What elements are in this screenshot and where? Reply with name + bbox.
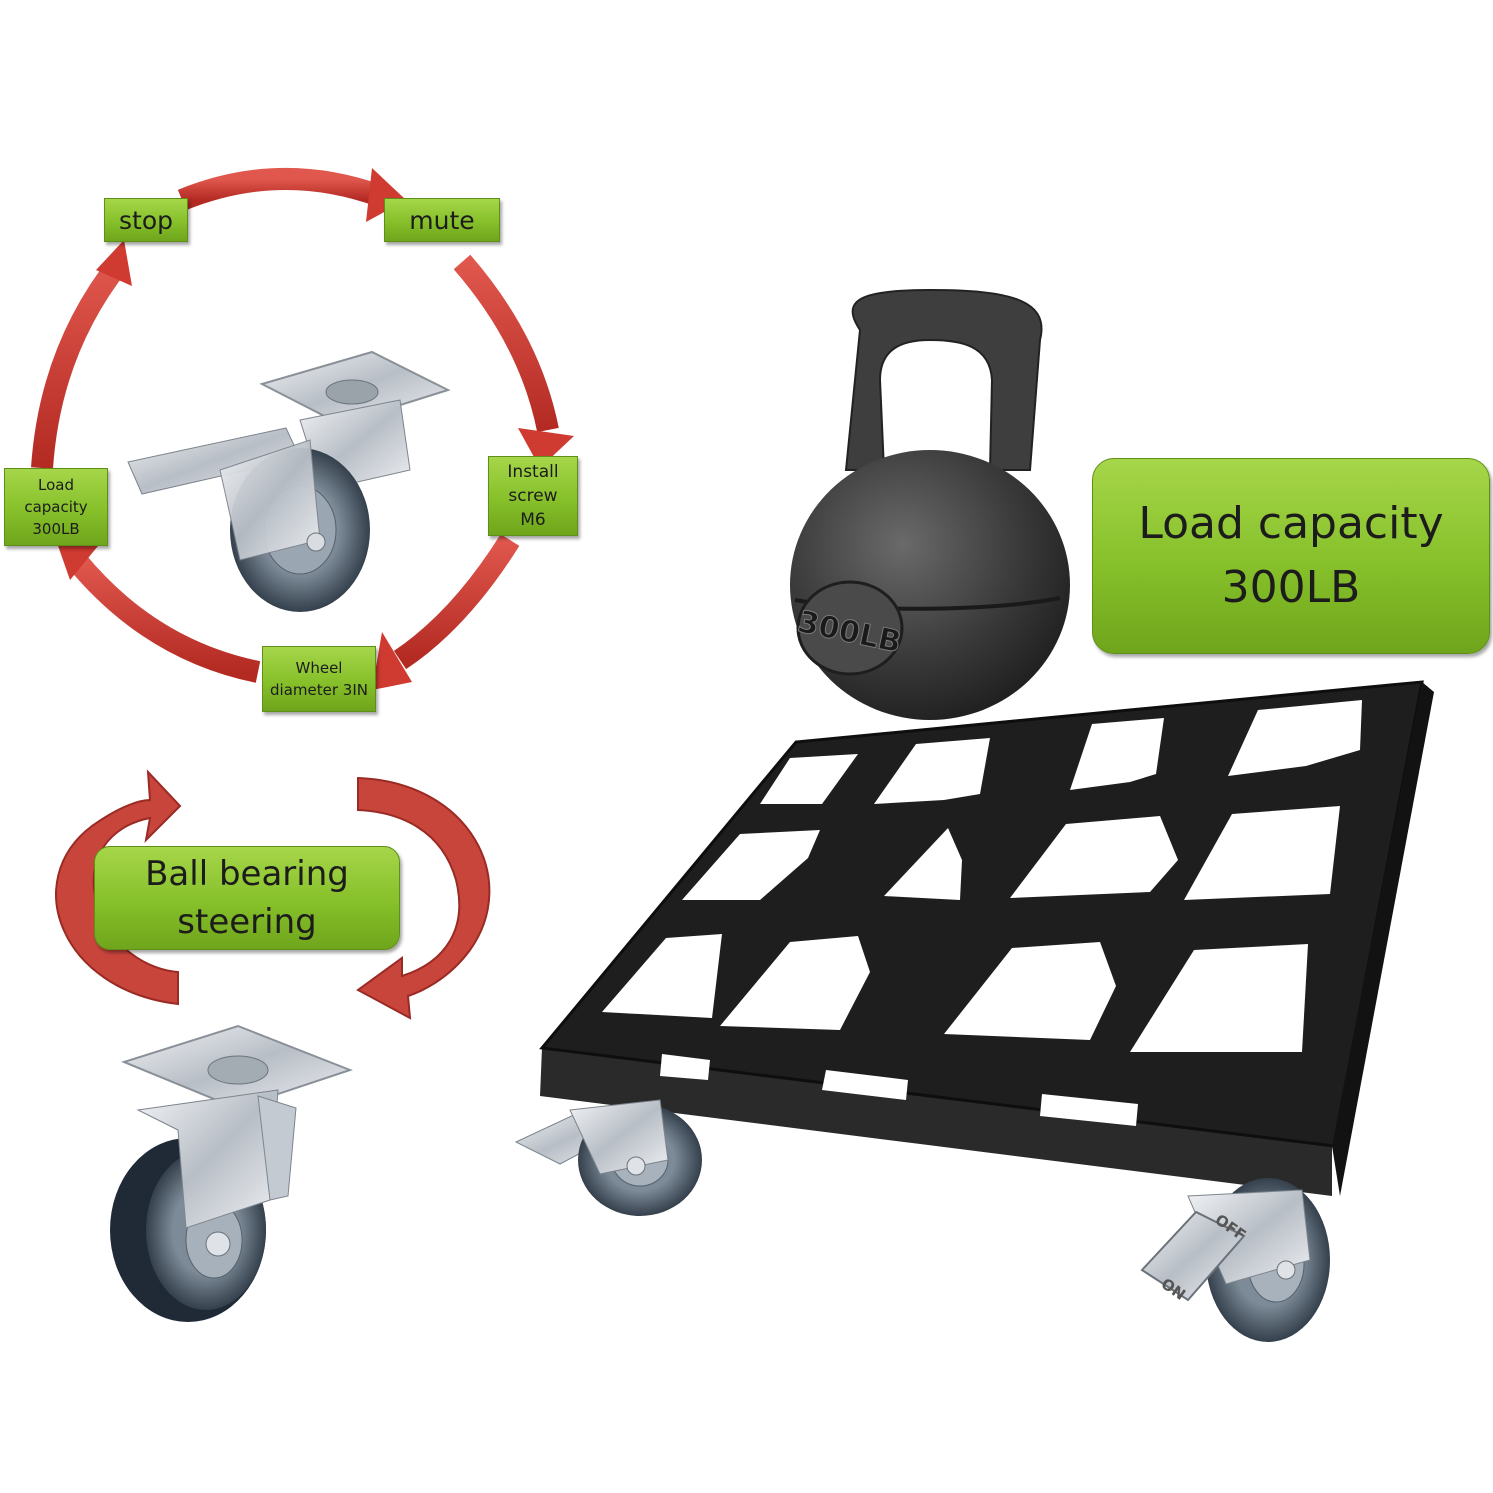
cycle-arrows	[31, 167, 559, 683]
label-load-capacity-large: Load capacity 300LB	[1092, 458, 1490, 654]
swivel-caster-image	[110, 1024, 353, 1322]
label-load-capacity-small: Load capacity 300LB	[4, 468, 108, 546]
brake-caster-image	[127, 350, 451, 612]
label-capacity-line1: Load capacity	[1138, 498, 1444, 549]
kettlebell-image: 300LB	[790, 288, 1070, 720]
label-install-screw: Install screw M6	[488, 456, 578, 536]
arrowhead-3	[372, 632, 412, 690]
label-steering-line2: steering	[177, 902, 317, 942]
label-mute-text: mute	[409, 205, 475, 235]
arrow-stop-to-mute	[177, 167, 384, 211]
front-right-caster: OFF ON	[1140, 1178, 1330, 1342]
steering-arrow-bottom	[356, 776, 491, 1020]
cycle-arrowheads	[56, 168, 574, 690]
arrowhead-2	[518, 428, 574, 468]
label-install-line1: Install	[507, 462, 559, 482]
label-stop-text: stop	[119, 205, 173, 235]
cart-image: OFF ON	[514, 680, 1434, 1342]
arrow-install-to-wheel	[393, 534, 520, 670]
label-wheel-diameter: Wheel diameter 3IN	[262, 646, 376, 712]
label-install-line2: screw	[508, 486, 558, 506]
front-left-caster	[514, 1099, 702, 1216]
arrow-load-to-stop	[31, 255, 129, 469]
label-steering-line1: Ball bearing	[145, 854, 349, 894]
label-capacity-line2: 300LB	[1221, 562, 1361, 613]
arrow-wheel-to-load	[67, 553, 261, 683]
label-wheel-line2: diameter 3IN	[270, 681, 368, 699]
cart-cutouts	[602, 700, 1362, 1126]
arrow-mute-to-install	[453, 254, 559, 433]
label-wheel-line1: Wheel	[295, 659, 343, 677]
arrowhead-1	[366, 168, 406, 222]
label-load-line1: Load	[38, 476, 74, 494]
label-install-line3: M6	[520, 510, 546, 530]
label-ball-bearing-steering: Ball bearing steering	[94, 846, 400, 950]
label-load-line2: capacity	[24, 498, 88, 516]
arrowhead-5	[96, 240, 132, 286]
label-stop: stop	[104, 198, 188, 242]
arrowhead-4	[56, 540, 98, 580]
label-load-line3: 300LB	[32, 520, 80, 538]
label-mute: mute	[384, 198, 500, 242]
